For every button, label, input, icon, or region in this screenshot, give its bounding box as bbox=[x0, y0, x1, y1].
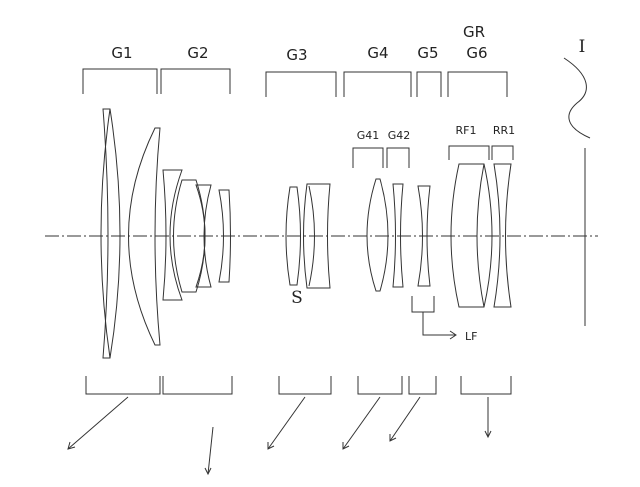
bracket-g1 bbox=[82, 68, 158, 94]
lens-g41 bbox=[366, 178, 389, 292]
label-image-plane: I bbox=[579, 37, 586, 57]
move-arrowhead-g6 bbox=[484, 430, 492, 439]
move-arrowhead-g3 bbox=[267, 442, 275, 450]
lens-g2-4 bbox=[218, 189, 231, 283]
lens-g3-1 bbox=[285, 186, 301, 286]
lens-g1-rear bbox=[128, 127, 161, 346]
bottom-bracket-g1 bbox=[85, 376, 161, 395]
move-arrow-g4 bbox=[342, 396, 381, 450]
move-arrow-g2 bbox=[207, 426, 214, 475]
lens-g3-2-cement bbox=[308, 185, 315, 287]
bracket-g2 bbox=[160, 68, 231, 94]
lens-g5 bbox=[417, 185, 431, 287]
move-arrow-g3 bbox=[267, 396, 306, 450]
move-arrow-g1 bbox=[67, 396, 129, 450]
image-plane-curve bbox=[563, 57, 591, 139]
label-gr: GR bbox=[463, 23, 485, 41]
label-stop: S bbox=[291, 288, 303, 308]
lens-rr1 bbox=[493, 163, 512, 308]
label-g5: G5 bbox=[417, 44, 438, 62]
label-g42: G42 bbox=[388, 129, 411, 142]
lf-arrowhead bbox=[449, 330, 457, 340]
label-g6: G6 bbox=[466, 44, 487, 62]
lens-g3-2 bbox=[303, 183, 331, 289]
move-arrowhead-g5 bbox=[389, 434, 397, 442]
bracket-rr1 bbox=[491, 145, 514, 160]
lens-g2-1 bbox=[162, 169, 183, 301]
label-g4: G4 bbox=[367, 44, 388, 62]
lens-g2-3 bbox=[195, 184, 212, 288]
bracket-g3 bbox=[265, 71, 337, 97]
bottom-bracket-g2 bbox=[162, 376, 233, 395]
bracket-lf bbox=[411, 296, 435, 313]
lf-connector bbox=[422, 312, 455, 336]
bottom-bracket-g4 bbox=[357, 376, 403, 395]
label-g3: G3 bbox=[286, 46, 307, 64]
label-rr1: RR1 bbox=[493, 124, 515, 137]
lens-g42 bbox=[392, 183, 404, 288]
lens-g1-front-inner-surface bbox=[100, 108, 111, 359]
move-arrowhead-g1 bbox=[67, 441, 76, 450]
label-g41: G41 bbox=[357, 129, 380, 142]
move-arrowhead-g4 bbox=[342, 442, 350, 450]
label-rf1: RF1 bbox=[456, 124, 477, 137]
label-lf: LF bbox=[465, 330, 477, 343]
bottom-bracket-g5 bbox=[408, 376, 437, 395]
bottom-bracket-g6 bbox=[460, 376, 512, 395]
bracket-g5 bbox=[416, 71, 442, 97]
bracket-g41 bbox=[352, 147, 384, 168]
bracket-g6 bbox=[447, 71, 508, 97]
bracket-g42 bbox=[386, 147, 410, 168]
bracket-g4 bbox=[343, 71, 412, 97]
move-arrow-g5 bbox=[389, 396, 421, 442]
label-g1: G1 bbox=[111, 44, 132, 62]
lens-rf1-cement bbox=[476, 163, 485, 308]
label-g2: G2 bbox=[187, 44, 208, 62]
bottom-bracket-g3 bbox=[278, 376, 332, 395]
move-arrowhead-g2 bbox=[204, 467, 212, 476]
bracket-rf1 bbox=[448, 145, 490, 160]
